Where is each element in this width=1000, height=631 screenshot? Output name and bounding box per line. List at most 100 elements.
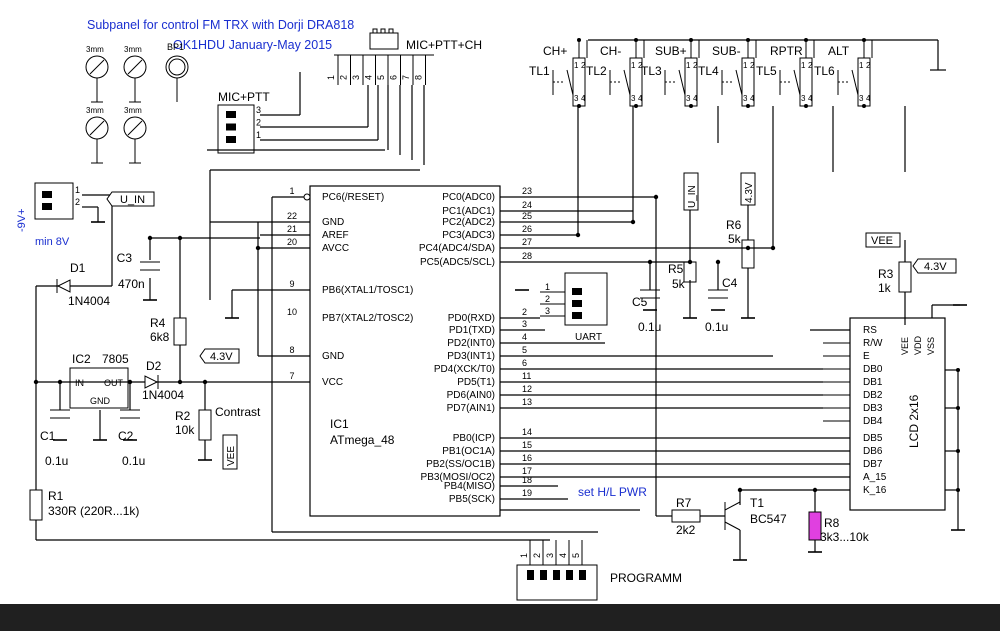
mic-ptt-pin-number: 2 bbox=[256, 118, 261, 128]
switch-pin-number: 4 bbox=[638, 94, 643, 103]
transistor-t1: T1 BC547 bbox=[724, 496, 787, 531]
switch-pin-number: 4 bbox=[808, 94, 813, 103]
vee-flag-r2: VEE bbox=[226, 446, 237, 466]
t1-ref: T1 bbox=[750, 496, 764, 510]
lcd-pin-name: R/W bbox=[863, 338, 883, 349]
ic1-right-pin-number: 16 bbox=[522, 453, 532, 463]
d2-ref: D2 bbox=[146, 359, 162, 373]
r2-body bbox=[198, 409, 212, 441]
c4-value: 0.1u bbox=[705, 320, 728, 334]
ic1-right-pin-name: PD7(AIN1) bbox=[447, 403, 495, 414]
ic1-right-pin-name: PD1(TXD) bbox=[449, 325, 495, 336]
power-pin-number: 1 bbox=[75, 185, 80, 195]
r6-body bbox=[741, 239, 755, 269]
switch-ref: TL1 bbox=[529, 64, 550, 78]
c3-value: 470n bbox=[118, 277, 145, 291]
ic1-right-pin-number: 25 bbox=[522, 211, 532, 221]
lcd-pin-name: RS bbox=[863, 325, 877, 336]
ic1-right-pin-number: 15 bbox=[522, 440, 532, 450]
switch-pin-number: 2 bbox=[693, 61, 698, 70]
r8-body bbox=[808, 511, 822, 541]
d1-symbol bbox=[56, 279, 71, 293]
header-pin-number: 1 bbox=[326, 75, 336, 80]
switch-pin-number: 4 bbox=[581, 94, 586, 103]
switch-pin-number: 2 bbox=[808, 61, 813, 70]
switch-ref: TL5 bbox=[756, 64, 777, 78]
junction-dot bbox=[630, 219, 636, 225]
u-in-flag-2: U_IN bbox=[687, 185, 698, 208]
mic-ptt-connector: MIC+PTT bbox=[217, 90, 270, 154]
ic2-out: OUT bbox=[104, 378, 124, 388]
lcd-pin-name: DB2 bbox=[863, 390, 883, 401]
mounting-hole-icon: 3mm bbox=[123, 45, 147, 103]
ic1-right-pin-name: PB2(SS/OC1B) bbox=[426, 459, 495, 470]
hole-label: 3mm bbox=[86, 106, 104, 115]
ic1-right-pin-name: PC5(ADC5/SCL) bbox=[420, 257, 495, 268]
switch-pin-number: 3 bbox=[859, 94, 864, 103]
mic-ptt-pin-number: 3 bbox=[256, 105, 261, 115]
switch-ref: TL3 bbox=[641, 64, 662, 78]
switch-pin-number: 1 bbox=[859, 61, 864, 70]
switch-name: RPTR bbox=[770, 44, 803, 58]
header-pin-number: 6 bbox=[389, 75, 399, 80]
header-pin-number: 4 bbox=[364, 75, 374, 80]
vee-flag-lcd: VEE bbox=[871, 235, 893, 247]
uart-pin-number: 2 bbox=[545, 294, 550, 304]
c5-value: 0.1u bbox=[638, 320, 661, 334]
ic1-left-pin-number: 20 bbox=[287, 237, 297, 247]
junction-dot bbox=[202, 379, 208, 385]
r3-body bbox=[898, 261, 912, 293]
r6-value: 5k bbox=[728, 232, 742, 246]
junction-dot bbox=[177, 235, 183, 241]
r6-ref: R6 bbox=[726, 218, 742, 232]
hole-label: 3mm bbox=[124, 106, 142, 115]
mounting-hole-icon: 3mm bbox=[123, 106, 147, 164]
programm-connector: PROGRAMM bbox=[516, 564, 682, 601]
ic1-right-pin-number: 3 bbox=[522, 319, 527, 329]
mic-ptt-ch-label: MIC+PTT+CH bbox=[406, 38, 482, 52]
r3-value: 1k bbox=[878, 281, 892, 295]
ic2-regulator: IC2 7805 IN OUT GND bbox=[69, 352, 129, 409]
r2-label: Contrast bbox=[215, 405, 261, 419]
switch-pin-number: 3 bbox=[631, 94, 636, 103]
header-pin-number: 7 bbox=[401, 75, 411, 80]
ic1-right-pin-number: 27 bbox=[522, 237, 532, 247]
c4-ref: C4 bbox=[722, 276, 738, 290]
switch-name: SUB+ bbox=[655, 44, 687, 58]
junction-dot bbox=[255, 245, 261, 251]
ic1-right-pin-number: 17 bbox=[522, 466, 532, 476]
ic2-in: IN bbox=[75, 378, 84, 388]
switch-name: CH- bbox=[600, 44, 621, 58]
ic1-right-pin-name: PC2(ADC2) bbox=[442, 217, 495, 228]
switch-pin-number: 2 bbox=[866, 61, 871, 70]
lcd-pin-name: DB1 bbox=[863, 377, 883, 388]
ic1-right-pin-name: PB5(SCK) bbox=[449, 494, 495, 505]
r4-ref: R4 bbox=[150, 316, 166, 330]
power-label: -9V+ bbox=[16, 208, 28, 232]
ic1-right-pin-name: PB4(MISO) bbox=[444, 481, 495, 492]
c5-ref: C5 bbox=[632, 295, 648, 309]
switch-pin-number: 1 bbox=[801, 61, 806, 70]
lcd-top-pin: VSS bbox=[926, 337, 936, 355]
ic1-right-pin-name: PD3(INT1) bbox=[447, 351, 495, 362]
programm-pin-number: 2 bbox=[532, 553, 542, 558]
r5-body bbox=[683, 261, 697, 283]
ic2-ref: IC2 bbox=[72, 352, 91, 366]
c2-value: 0.1u bbox=[122, 454, 145, 468]
r8-ref: R8 bbox=[824, 516, 840, 530]
switch-pin-number: 3 bbox=[686, 94, 691, 103]
lcd-pin-name: DB0 bbox=[863, 364, 883, 375]
r5-value: 5k bbox=[672, 277, 686, 291]
wires bbox=[35, 39, 960, 560]
ic1-right-pin-name: PB0(ICP) bbox=[453, 433, 495, 444]
programm-label: PROGRAMM bbox=[610, 571, 682, 585]
ic1-right-pin-name: PB1(OC1A) bbox=[442, 446, 495, 457]
r7-value: 2k2 bbox=[676, 523, 696, 537]
lcd-pin-name: E bbox=[863, 351, 870, 362]
ic1-value: ATmega_48 bbox=[330, 433, 395, 447]
programm-pin-number: 5 bbox=[571, 553, 581, 558]
junction-dot bbox=[812, 487, 818, 493]
